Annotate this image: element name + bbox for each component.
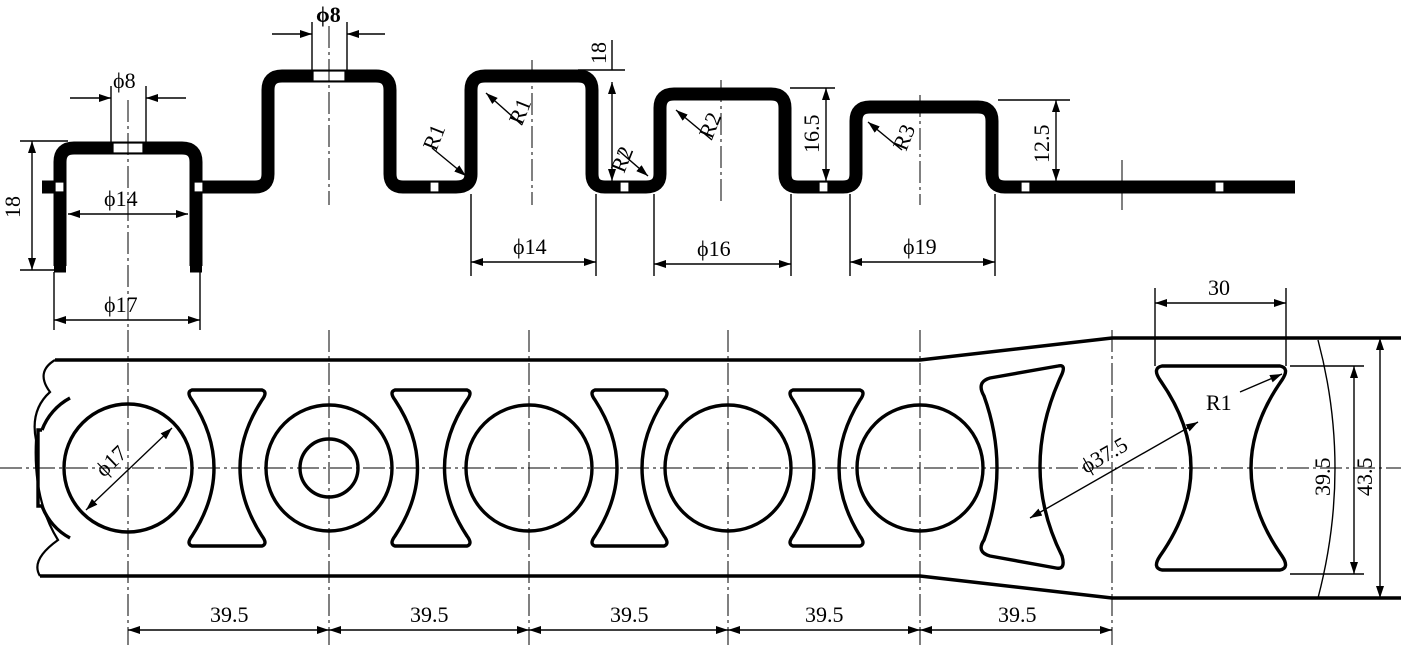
label-r3: R3: [887, 121, 920, 154]
label-h18-left: 18: [0, 196, 25, 218]
dim-d17-left: ϕ17: [53, 272, 201, 330]
dim-h18-mid: 18: [578, 40, 625, 181]
dim-h12-5: 12.5: [998, 99, 1070, 181]
dim-d8-top: ϕ8: [272, 2, 385, 70]
label-d17-strip: ϕ17: [90, 440, 132, 481]
dim-right-heights: 39.5 43.5: [1290, 338, 1384, 599]
label-d37-5: ϕ37.5: [1076, 432, 1132, 479]
dim-w30: 30: [1154, 275, 1287, 366]
label-d14-mid: ϕ14: [513, 234, 547, 259]
label-w39-5-right: 39.5: [1310, 458, 1335, 497]
circle-station-5: [855, 403, 985, 533]
radius-callouts: R1 R1 R2 R2 R3: [417, 92, 920, 177]
dim-d17-strip: ϕ17: [85, 427, 173, 511]
label-w43-5: 43.5: [1352, 458, 1377, 497]
dim-h18-left: 18: [0, 140, 68, 271]
strip-top-edge: [55, 336, 1401, 362]
label-r1-b: R1: [503, 95, 536, 128]
dim-h16-5: 16.5: [790, 87, 835, 181]
label-d14-left: ϕ14: [104, 186, 138, 211]
circle-station-3: [464, 403, 594, 533]
blank-outline: [1154, 364, 1288, 572]
drawn-profile: [42, 69, 1295, 266]
strip-break-line: [33, 359, 60, 577]
circle-station-2-outer: [264, 403, 394, 533]
circle-station-4: [663, 403, 793, 533]
label-d16: ϕ16: [697, 236, 731, 261]
strip-bottom-edge: [40, 574, 1401, 600]
dim-d8-left: ϕ8: [70, 68, 186, 143]
label-h12-5: 12.5: [1029, 125, 1054, 164]
dim-d16: ϕ16: [653, 194, 792, 276]
dim-d19: ϕ19: [849, 194, 996, 276]
expanded-slot: [979, 363, 1066, 570]
label-pitch-5: 39.5: [998, 602, 1037, 627]
label-pitch-2: 39.5: [410, 602, 449, 627]
label-r2-a: R2: [605, 143, 638, 176]
label-d19: ϕ19: [903, 234, 937, 259]
label-pitch-1: 39.5: [210, 602, 249, 627]
circle-station-1: [62, 402, 194, 534]
pitch-dimensions: 39.5 39.5 39.5 39.5 39.5: [128, 602, 1112, 634]
dim-d14-mid: ϕ14: [470, 194, 597, 276]
dim-d14-left: ϕ14: [68, 186, 188, 218]
label-pitch-3: 39.5: [610, 602, 649, 627]
label-pitch-4: 39.5: [805, 602, 844, 627]
profile-section-view: ϕ8 ϕ8 ϕ14 ϕ17 18: [0, 2, 1295, 330]
dim-r1-blank: R1: [1206, 373, 1283, 415]
label-d8-top: ϕ8: [316, 2, 341, 27]
hourglass-slots: [187, 363, 1288, 572]
label-d8-left: ϕ8: [113, 68, 136, 93]
label-r1-blank: R1: [1206, 390, 1232, 415]
label-h18-mid: 18: [586, 42, 611, 64]
label-d17-left: ϕ17: [104, 292, 138, 317]
strip-layout-view: ϕ17 ϕ37.5 R1 30 39.5 43.5: [0, 275, 1401, 645]
label-h16-5: 16.5: [799, 115, 824, 154]
circle-station-2-inner: [298, 437, 360, 499]
label-r1-a: R1: [417, 121, 450, 154]
partial-circle-left: [36, 396, 71, 540]
dim-d37-5: ϕ37.5: [1029, 421, 1199, 519]
label-w30: 30: [1208, 275, 1230, 300]
